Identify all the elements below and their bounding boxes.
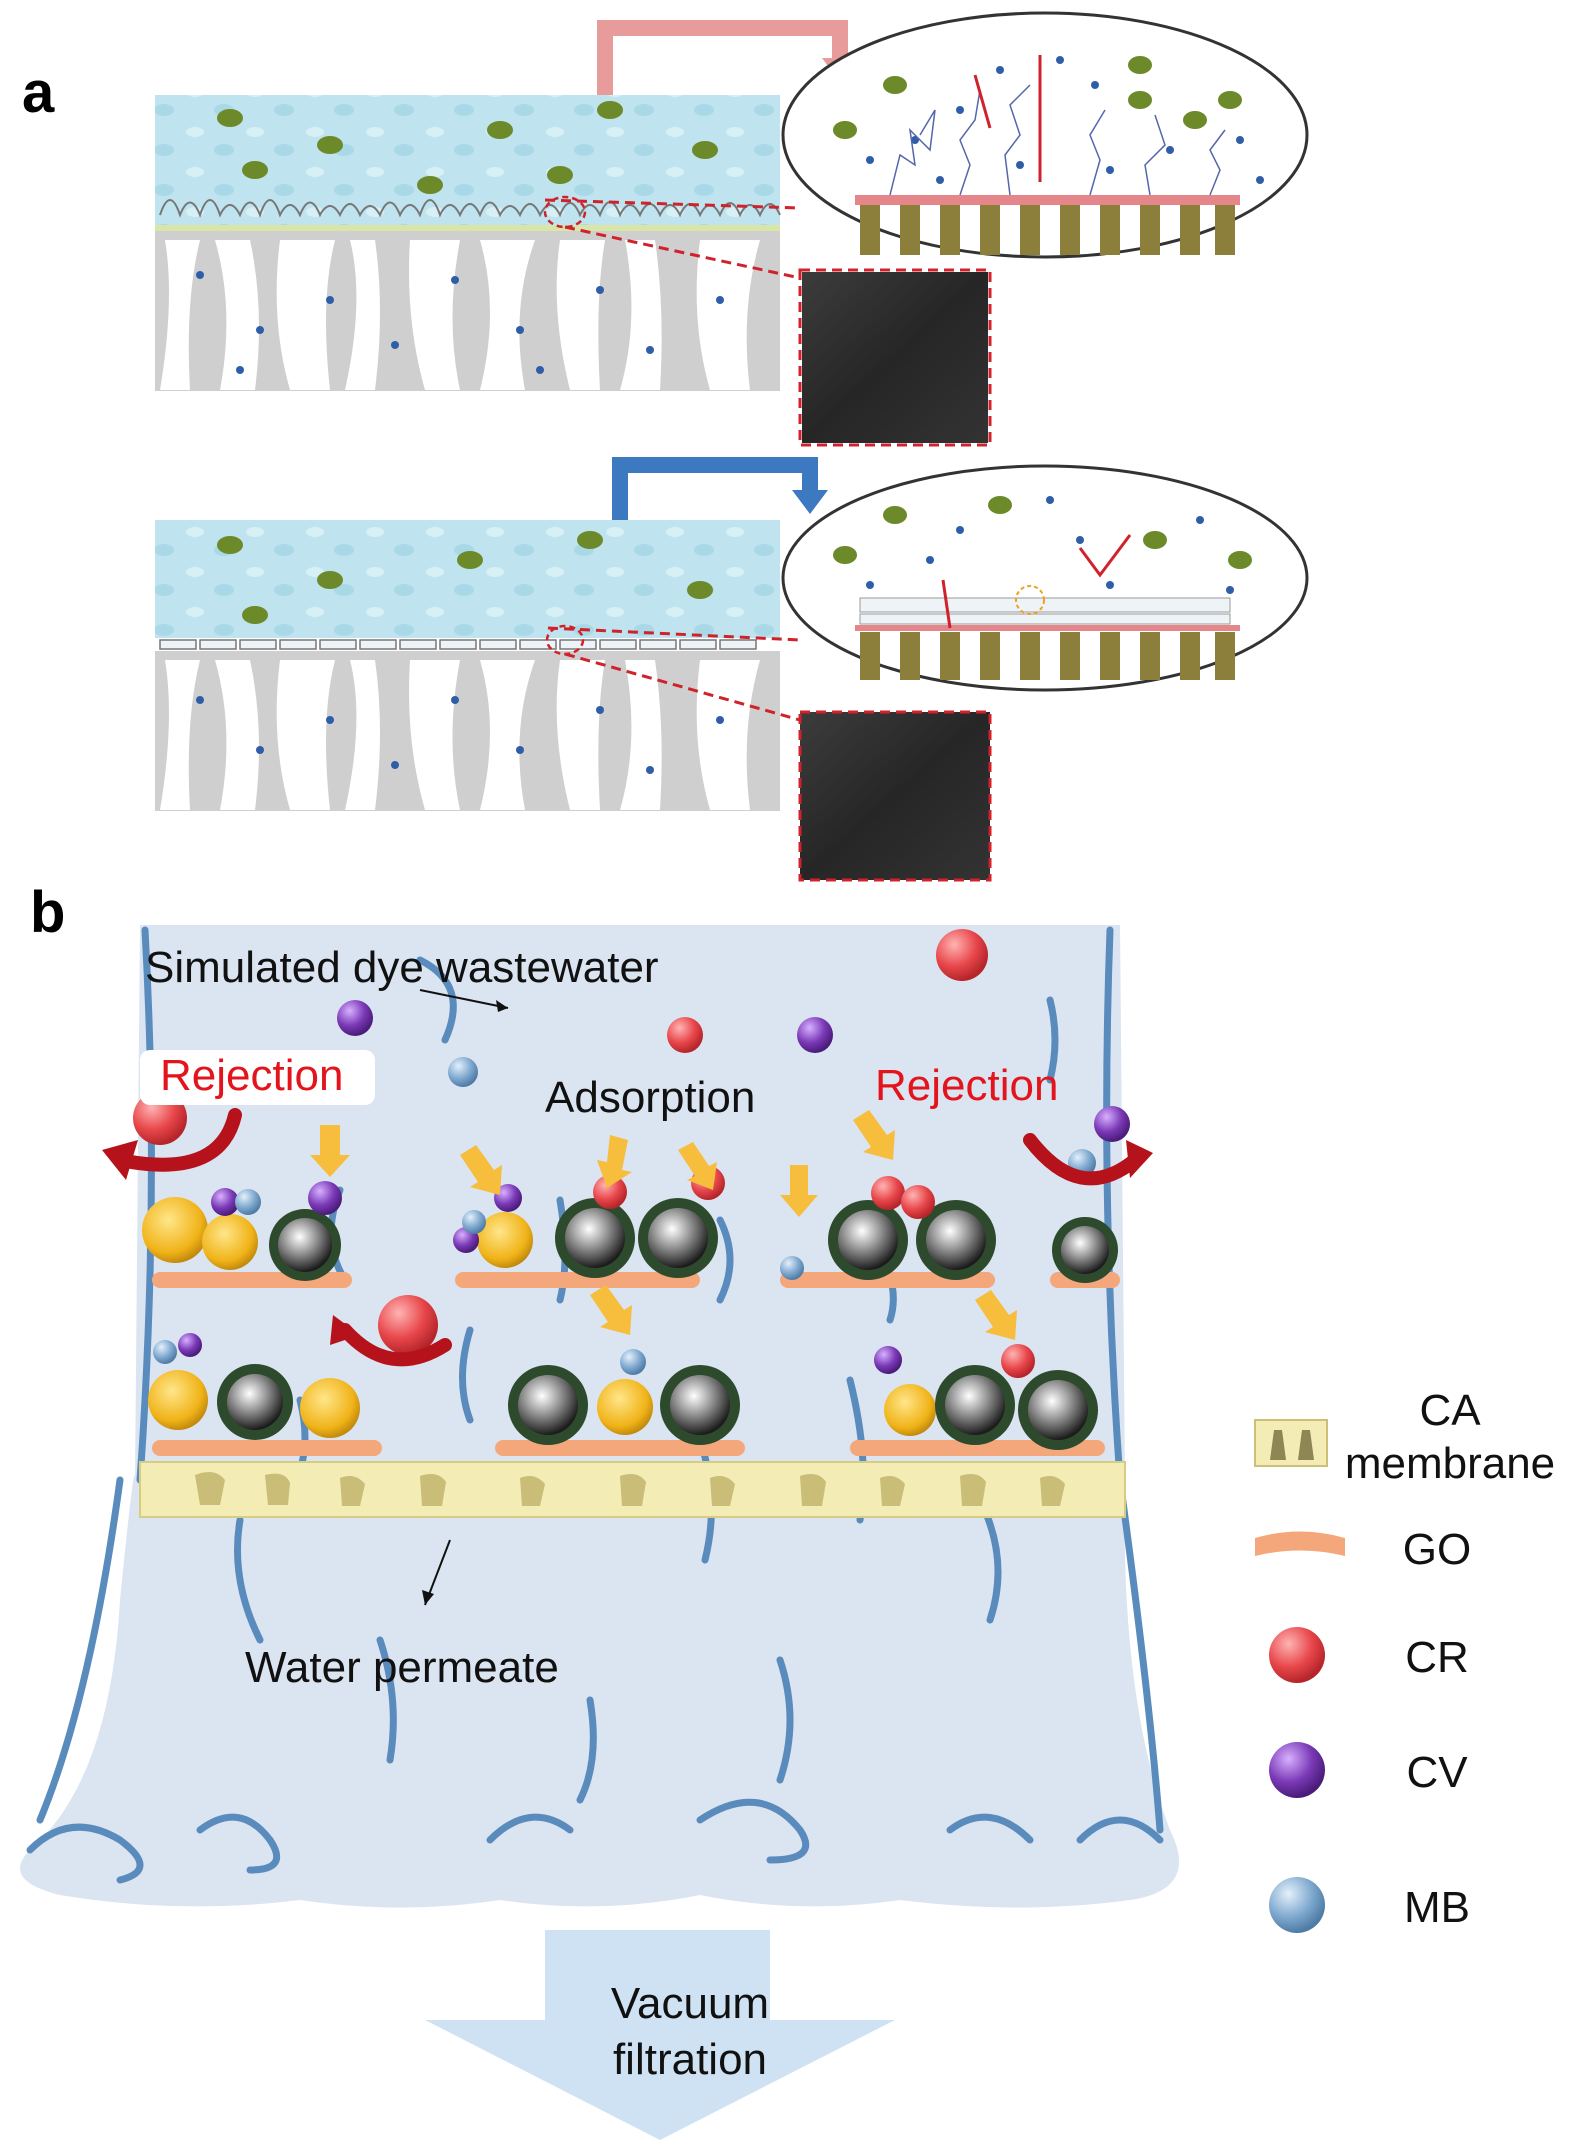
skin-layer: [155, 225, 780, 231]
core-shell-spheres: [217, 1198, 1118, 1450]
inset-go-sheets: [859, 597, 1231, 625]
legend-item-cv: CV: [1269, 1742, 1468, 1798]
rejection-arrows: [113, 1108, 1142, 1367]
sem-image-top: [798, 268, 992, 447]
permeate-pointer-head: [422, 1590, 434, 1605]
legend-item-go: GO: [1255, 1525, 1471, 1574]
inset-foulants-bottom: [833, 496, 1252, 569]
fouling-gel-layer: [159, 199, 781, 218]
rejection-label-left: Rejection: [160, 1051, 343, 1100]
zoom-arrow-pink: [597, 20, 848, 95]
porous-support: [155, 231, 780, 391]
ca-layer-pores: [195, 1471, 1065, 1506]
vacuum-label-line1: Vacuum: [611, 1979, 769, 2028]
zoom-arrow-blue: [612, 457, 818, 520]
legend-item-mb: MB: [1269, 1877, 1470, 1933]
rejection-label-bg: [140, 1050, 375, 1105]
permeate-dots: [196, 271, 724, 374]
legend-item-cr: CR: [1269, 1627, 1469, 1683]
cv-molecules: [178, 1000, 1130, 1374]
zoom-leader-line-4: [547, 626, 801, 642]
adsorption-arrows: [310, 1110, 1017, 1340]
inset-surface-line-2: [855, 625, 1240, 631]
inset-pore-bars-top: [860, 205, 1235, 255]
flux-arrow: [973, 74, 992, 129]
vacuum-label-line2: filtration: [613, 2035, 767, 2084]
legend-go-label: GO: [1403, 1525, 1471, 1574]
red-sphere-icon: [1269, 1627, 1325, 1683]
panel-a-bottom-schematic: [155, 457, 1309, 882]
legend-item-ca: CA membrane: [1254, 1386, 1555, 1488]
inset-foulants-top: [833, 56, 1242, 139]
adsorption-site: [1015, 585, 1045, 615]
inset-pore-bars-bottom: [860, 632, 1235, 680]
zoom-arrowhead-blue: [792, 490, 828, 514]
rejection-arrowheads: [102, 1140, 1153, 1345]
zoom-marker: [543, 195, 587, 229]
foulant-dots: [217, 101, 718, 194]
purple-sphere-icon: [1269, 1742, 1325, 1798]
panel-a-label: a: [22, 60, 55, 125]
feed-pointer-head: [496, 1000, 508, 1012]
permeate-dots-2: [196, 696, 724, 774]
adsorption-label: Adsorption: [545, 1073, 755, 1122]
support-pores: [160, 240, 760, 390]
legend-ca-line2: membrane: [1345, 1439, 1555, 1488]
permeate-label: Water permeate: [245, 1643, 559, 1692]
legend-cr-label: CR: [1405, 1633, 1469, 1682]
mb-molecules: [153, 1057, 1096, 1375]
zoom-leader-line-2: [544, 198, 801, 210]
blue-sphere-icon: [1269, 1877, 1325, 1933]
ca-membrane-swatch-icon: [1254, 1419, 1328, 1467]
legend-mb-label: MB: [1404, 1883, 1470, 1932]
sem-texture-top: [802, 272, 988, 443]
yellow-adsorbent-particles: [142, 1197, 936, 1438]
flux-arrow-2: [941, 579, 952, 629]
rejection-label-right: Rejection: [875, 1061, 1058, 1110]
legend-ca-line1: CA: [1419, 1386, 1481, 1435]
go-sheet-swatch-icon: [1255, 1531, 1345, 1556]
legend-cv-label: CV: [1406, 1748, 1468, 1797]
rejection-arrow-inset: [1078, 534, 1132, 578]
feed-label: Simulated dye wastewater: [145, 943, 659, 992]
feed-pointer: [419, 989, 509, 1009]
go-laminate-layer: [159, 639, 757, 650]
panel-a-top-schematic: [155, 11, 1309, 447]
porous-support-2: [155, 651, 780, 811]
membrane-base-scrollwork: [26, 1798, 1164, 1884]
legend: CA membrane GO CR CV MB: [1254, 1386, 1555, 1933]
vacuum-arrow: [425, 1930, 895, 2140]
zoom-leader-line-3: [564, 652, 801, 722]
support-pores-2: [160, 660, 760, 810]
inset-dots-bottom: [866, 496, 1234, 594]
zoom-leader-line: [564, 225, 801, 280]
membrane-cross-section: [20, 925, 1179, 1908]
panel-b-label: b: [30, 880, 65, 945]
ca-pore-glyph-icon: [1270, 1430, 1314, 1460]
foulant-network-top: [889, 84, 1226, 196]
foulant-dots-2: [217, 531, 713, 624]
inset-surface-line: [855, 195, 1240, 205]
sem-image-bottom: [798, 710, 992, 882]
go-sheets: [152, 1272, 1120, 1456]
inset-dots-top: [866, 56, 1264, 184]
